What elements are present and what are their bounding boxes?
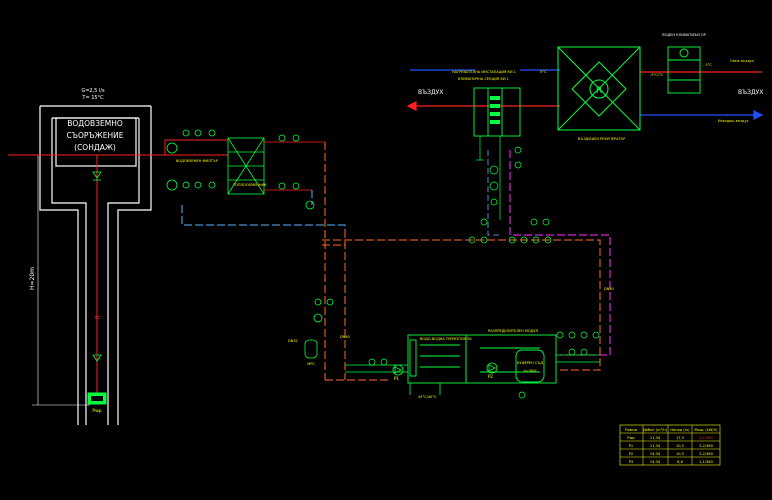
pump-table-cell: Pwp: [627, 436, 635, 440]
pump-table-cell: 2,2/380: [699, 444, 713, 448]
buffer-volume: V=300l: [524, 369, 537, 373]
expansion-vessel: [304, 298, 334, 359]
pump-table-header: Дебит (m³/h): [643, 428, 668, 432]
right-air-bottom: Изходящ въздух: [718, 119, 749, 123]
pump-table-cell: 17,5: [676, 436, 684, 440]
dashed-cold-circuit: [181, 190, 346, 230]
pump-table-cell: 10,5: [676, 452, 684, 456]
ventilation-unit: [473, 87, 521, 137]
filter-valves: [166, 129, 216, 191]
pump-table-cell: 11,34: [650, 436, 661, 440]
right-air-unit: [667, 46, 701, 94]
heat-pump-unit: [407, 334, 467, 384]
pipe-break-symbol: ≈: [94, 313, 101, 322]
right-unit-label: ВОДЕН КЛИМАТИЗАТОР: [662, 33, 705, 37]
pump-table-cell: 11,34: [650, 444, 661, 448]
ventilation-tag-top: 5°C: [540, 70, 547, 74]
pump-table-cells: Помпа Дебит (m³/h)Напор (m) Мощ. (kW/V) Pwp…: [625, 428, 718, 464]
recuperator-label: ВЪЗДУШЕН РЕКУПЕРАТОР: [578, 137, 625, 141]
dn-label-3: DN50: [604, 287, 614, 291]
ventilation-label-1: НАГРЕВАТЕЛНА ИНСТАЛАЦИЯ КИ 1: [452, 70, 516, 74]
distributor-label: РАЗПРЕДЕЛИТЕЛЕН МОДУЛ: [488, 329, 538, 333]
dn-label-2: DN40: [340, 335, 350, 339]
dashed-hot-circuit: [324, 142, 390, 381]
pump-table-cell: 1,1/380: [699, 460, 713, 464]
right-air-tag: - 5°C: [703, 63, 712, 67]
pump-table-cell: 14,34: [650, 460, 661, 464]
air-outlet-left: ВЪЗДУХ: [418, 89, 443, 96]
recuperator: [557, 46, 641, 131]
distribution-valves: [468, 218, 552, 244]
heat-pump-label: ВОДО-ВОДНА ТЕРМОПОМПА: [420, 337, 472, 341]
air-outlet-right: ВЪЗДУХ: [738, 89, 763, 96]
heat-exchanger-label: ТОПЛООБМЕННИК: [232, 183, 267, 187]
air-return-line: [410, 69, 764, 120]
side-valves: [368, 331, 600, 399]
pump-table-cell: 6,6: [677, 460, 683, 464]
right-air-top: Свеж въздух: [730, 59, 754, 63]
expansion-label: МРС: [307, 362, 315, 366]
well-depth-label: H=20m: [29, 267, 36, 290]
dashed-distribution: [322, 239, 601, 371]
well-title-line-2: СЪОРЪЖЕНИЕ: [67, 131, 124, 140]
pump-table-cell: P1: [629, 444, 633, 448]
well-title-line-1: ВОДОВЗЕМНО: [67, 119, 123, 128]
pump-p2: [486, 362, 498, 374]
heat-pump-pipes: [345, 354, 600, 395]
pump-table-cell: 2,2/380: [699, 436, 713, 440]
ventilation-piping: [476, 136, 522, 220]
dashed-magenta-circuit: [509, 150, 611, 356]
pump-table-cell: P3: [629, 460, 633, 464]
heat-exchanger: [227, 137, 265, 195]
well-title-line-3: (СОНДАЖ): [74, 143, 116, 152]
buffer-tank: [515, 349, 545, 383]
well-structure: [39, 105, 152, 425]
pump-table: [619, 424, 721, 466]
pump-p1-label: P1: [394, 376, 399, 381]
pump-table-header: Мощ. (kW/V): [694, 428, 718, 432]
well-pump: [87, 392, 107, 405]
well-flow-label: G=2,5 l/s: [81, 88, 105, 94]
ventilation-label-2: КЛИМАТИЧНА СЕКЦИЯ КИ 1: [458, 77, 509, 81]
dn-label-1: DN32: [288, 339, 298, 343]
distributor-module: [465, 334, 557, 384]
pump-table-header: Напор (m): [670, 428, 690, 432]
dashed-cyan-line: [487, 150, 500, 236]
pump-table-header: Помпа: [625, 428, 637, 432]
filter-label: ВОДОВЗЕМЕН ФИЛТЪР: [176, 159, 218, 163]
temp-label-1: 45°C/40°C: [418, 395, 437, 399]
well-temp-label: T= 15°C: [81, 95, 104, 101]
pump-table-cell: 10,2: [676, 444, 684, 448]
ventilation-unit-cells: [490, 96, 500, 124]
ventilation-tag-mid: -5°C/°C: [650, 73, 664, 77]
well-pump-label: Pwp: [92, 408, 101, 414]
pump-p2-label: P2: [488, 374, 493, 379]
well-level-marks: [92, 171, 102, 362]
pump-table-cell: 14,34: [650, 452, 661, 456]
recuperator-symbol: R: [596, 86, 602, 96]
exchanger-valves: [278, 134, 315, 210]
buffer-label: БУФЕРЕН СЪД: [517, 361, 543, 365]
pump-table-cell: 2,2/380: [699, 452, 713, 456]
pump-table-cell: P2: [629, 452, 633, 456]
air-supply-line: [406, 71, 762, 111]
